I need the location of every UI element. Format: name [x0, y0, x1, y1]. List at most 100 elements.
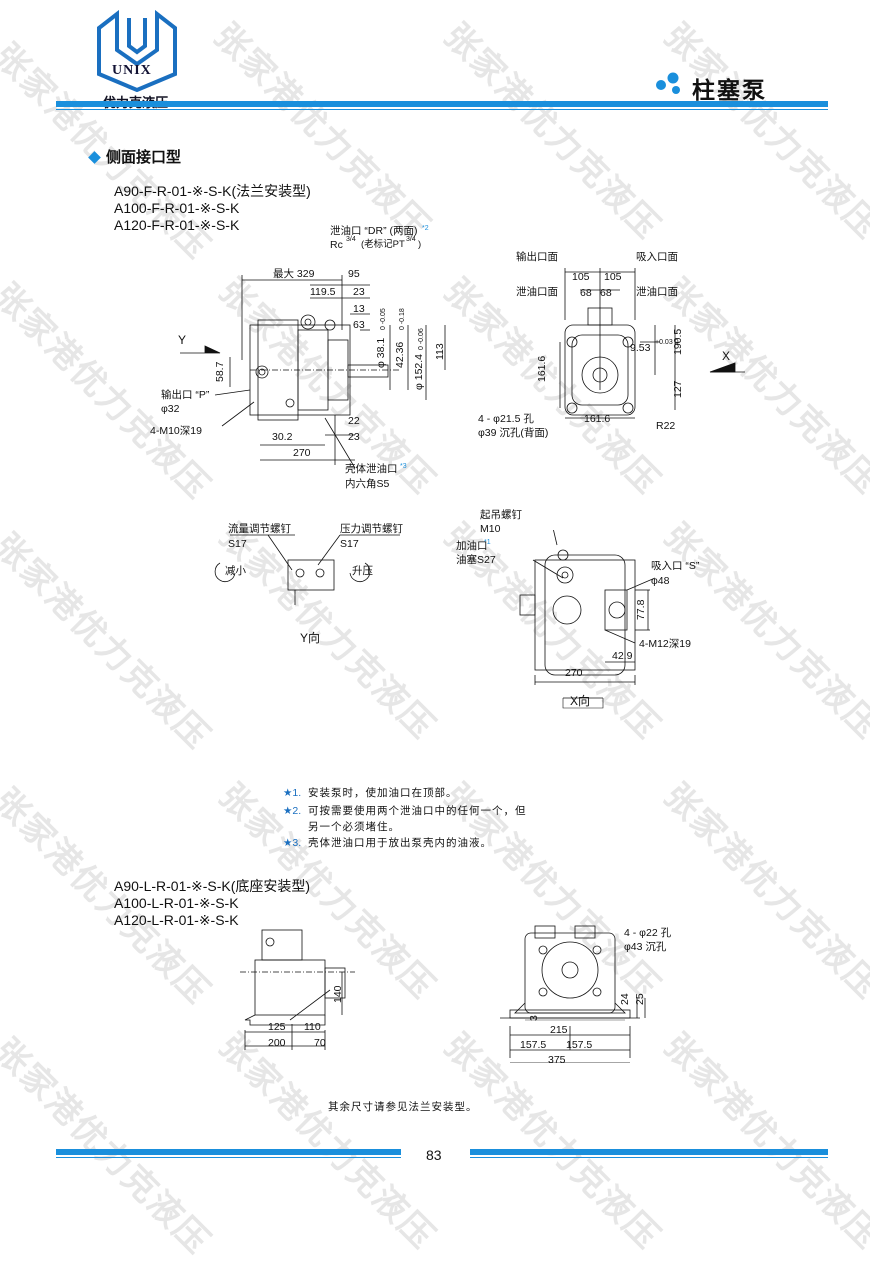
watermark: 张家港优力克液压	[211, 1025, 443, 1258]
note-text: 安装泵时，使加油口在顶部。	[308, 787, 458, 799]
dim-13: 13	[353, 303, 365, 315]
dim-375: 375	[548, 1054, 566, 1066]
y-label: Y	[178, 333, 187, 347]
dim-24: 24	[619, 993, 631, 1005]
dim-190-5: 190.5	[672, 328, 684, 355]
s17-right: S17	[340, 538, 359, 550]
base-front-drawing	[500, 925, 646, 1063]
dim-113: 113	[434, 343, 446, 360]
base-footnote: 其余尺寸请参见法兰安装型。	[328, 1101, 478, 1113]
plug-label: 油塞S27	[456, 554, 496, 566]
note-mark: ★3.	[283, 837, 302, 849]
base-counterbore-label: φ43 沉孔	[624, 941, 667, 953]
m12-thread-label: 4-M12深19	[639, 638, 691, 650]
watermark: 张家港优力克液压	[656, 515, 870, 748]
dim-25: 25	[634, 993, 646, 1005]
dim-157-5-right: 157.5	[566, 1039, 593, 1051]
dim-200: 200	[268, 1037, 286, 1049]
dim-58-7: 58.7	[214, 361, 226, 382]
base-model-line-3: A120-L-R-01-※-S-K	[114, 912, 239, 928]
footer-thin-right	[470, 1157, 828, 1158]
dim-63: 63	[353, 319, 365, 331]
front-view-drawing	[180, 275, 446, 469]
fill-port-label: 加油口	[456, 540, 488, 552]
footer-thin-left	[56, 1157, 401, 1158]
old-pt-fraction: 3/4	[406, 236, 416, 243]
dim-phi152-tol: 0 -0.06	[418, 328, 425, 350]
dim-270-x: 270	[565, 667, 583, 679]
dim-30-2: 30.2	[272, 431, 293, 443]
logo-text: UNIX	[112, 63, 152, 78]
outlet-p-label: 输出口 “P”	[161, 389, 210, 401]
x-label-side: X	[722, 349, 731, 363]
note-text: 壳体泄油口用于放出泵壳内的油液。	[308, 837, 492, 849]
suction-s-label: 吸入口 “S”	[651, 560, 700, 572]
phi48-label: φ48	[651, 575, 670, 587]
dim-22: 22	[348, 415, 360, 427]
pressure-screw-label: 压力调节螺钉	[340, 523, 403, 535]
watermark: 张家港优力克液压	[0, 525, 218, 758]
rc-fraction: 3/4	[346, 236, 356, 243]
dim-42-36: 42.36	[394, 341, 406, 368]
dim-42-9: 42.9	[612, 650, 633, 662]
watermark: 张家港优力克液压	[436, 15, 668, 248]
hex-socket-label: 内六角S5	[345, 478, 390, 490]
decrease-label: 减小	[225, 565, 246, 577]
case-drain-note: *3	[400, 463, 407, 470]
base-model-line-1: A90-L-R-01-※-S-K(底座安装型)	[114, 878, 311, 894]
header-rule-thin	[56, 109, 828, 110]
counterbore-label: φ39 沉孔(背面)	[478, 427, 549, 439]
page-number: 83	[426, 1147, 442, 1163]
dim-phi152: φ 152.4	[413, 353, 425, 390]
drain-face-left: 泄油口面	[516, 286, 558, 298]
side-view-drawing	[559, 268, 745, 419]
flow-screw-label: 流量调节螺钉	[228, 523, 291, 535]
dim-42-36-tol: 0 -0.18	[399, 308, 406, 330]
watermark: 张家港优力克液压	[656, 15, 870, 248]
old-pt-label: (老标记PT	[361, 239, 405, 250]
dim-23-bottom: 23	[348, 431, 360, 443]
footer-rule-right	[470, 1149, 828, 1155]
model-line-3: A120-F-R-01-※-S-K	[114, 217, 240, 233]
dim-9-53-tol: +0.03 0	[655, 339, 679, 346]
watermark: 张家港优力克液压	[206, 15, 438, 248]
dim-68-right: 68	[600, 287, 612, 299]
section-title: 柱塞泵	[692, 78, 767, 104]
dim-23-top: 23	[353, 286, 365, 298]
dim-161-6-v: 161.6	[536, 355, 548, 382]
s17-left: S17	[228, 538, 247, 550]
increase-label: 升压	[352, 565, 373, 577]
header-rule-left	[56, 101, 828, 107]
dim-95: 95	[348, 268, 360, 280]
dim-215: 215	[550, 1024, 568, 1036]
dim-77-8: 77.8	[635, 599, 647, 620]
r22-label: R22	[656, 420, 676, 432]
lift-bolt-label: 起吊螺钉	[480, 509, 522, 521]
dim-157-5-left: 157.5	[520, 1039, 547, 1051]
dim-phi38: φ 38.1	[375, 337, 387, 368]
drain-face-right: 泄油口面	[636, 286, 678, 298]
dim-68-left: 68	[580, 287, 592, 299]
watermark: 张家港优力克液压	[656, 1025, 870, 1258]
dim-max-329: 最大 329	[273, 268, 315, 280]
fill-port-note: *1	[484, 539, 491, 546]
rc-label: Rc	[330, 239, 343, 251]
inlet-face-label: 吸入口面	[636, 251, 678, 263]
x-view-drawing	[519, 530, 656, 709]
old-pt-close: )	[418, 239, 422, 250]
m10-thread-label: 4-M10深19	[150, 425, 202, 437]
note-text: 可按需要使用两个泄油口中的任何一个，但	[308, 805, 527, 817]
footer-rule-left	[56, 1149, 401, 1155]
note-mark: ★1.	[283, 787, 302, 799]
watermark: 张家港优力克液压	[656, 775, 870, 1008]
dr-port-label: 泄油口 “DR” (两面)	[330, 225, 418, 237]
dim-140: 140	[332, 985, 344, 1003]
side-port-heading: 侧面接口型	[106, 149, 182, 166]
y-view-caption: Y向	[300, 631, 321, 645]
base-holes-label: 4 - φ22 孔	[624, 927, 672, 939]
dim-119-5: 119.5	[310, 286, 336, 298]
dim-phi38-tol: 0 -0.05	[380, 308, 387, 330]
case-drain-label: 壳体泄油口	[345, 463, 398, 475]
watermark: 张家港优力克液压	[0, 1030, 218, 1263]
dim-125: 125	[268, 1021, 286, 1033]
